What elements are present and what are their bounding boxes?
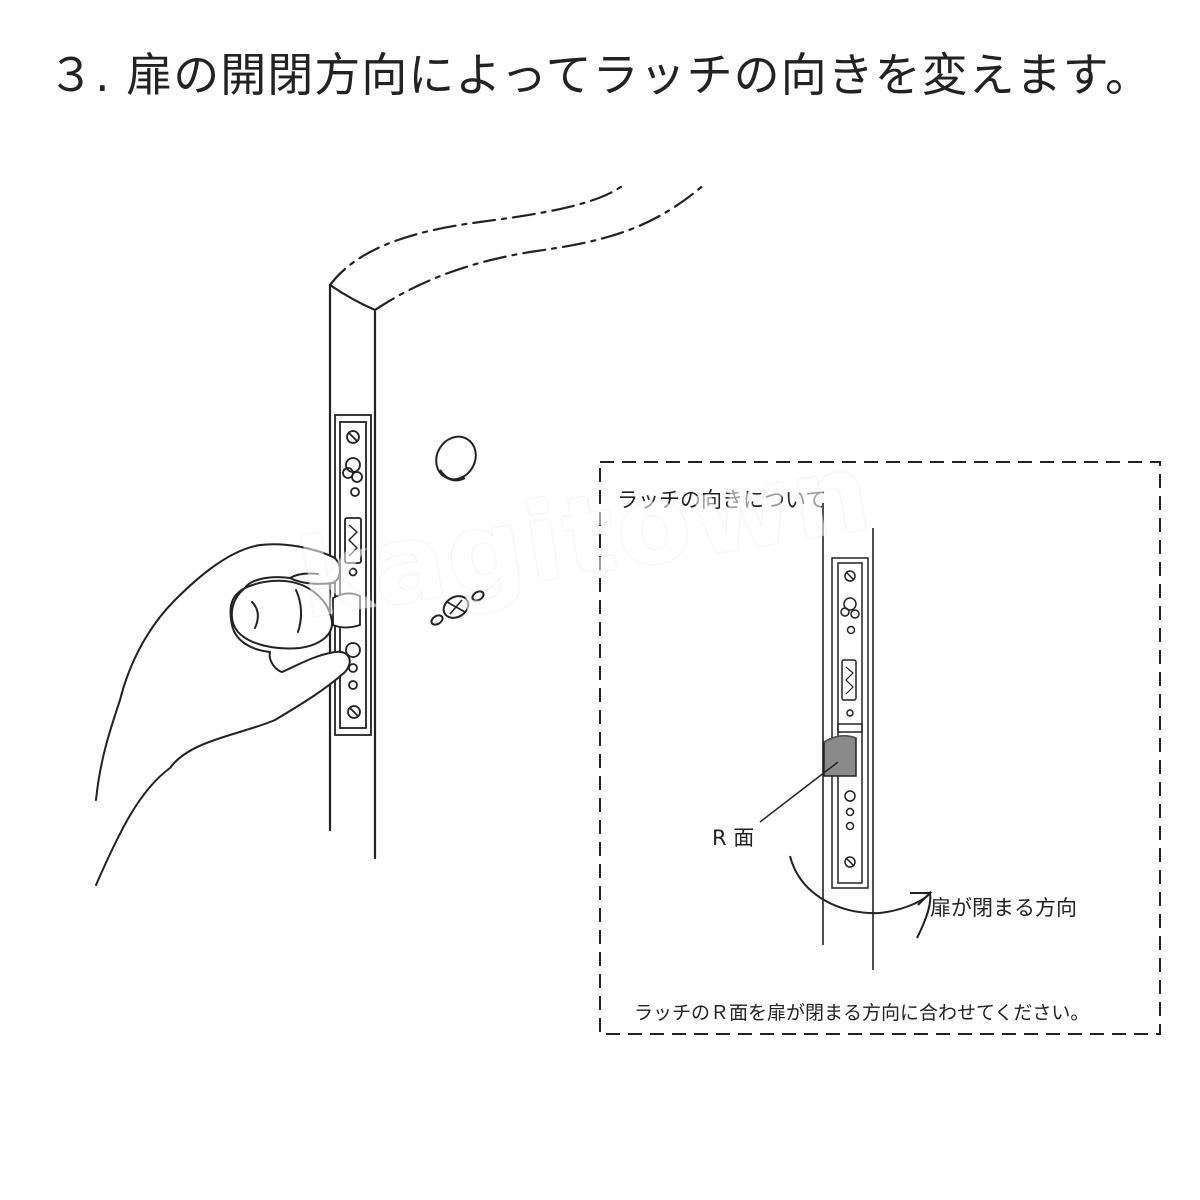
instruction-text: ラッチのＲ面を扉が閉まる方向に合わせてください。: [634, 1002, 1090, 1024]
closing-direction-arrow: [789, 855, 932, 939]
door-top-edge: [328, 283, 377, 312]
door-break-line-top: [328, 181, 628, 287]
hand-illustration: [95, 543, 351, 886]
r-face-leader-line: [759, 761, 839, 823]
lock-faceplate: [332, 414, 372, 736]
inset-faceplate: [831, 557, 869, 889]
door-face-holes: [430, 435, 485, 626]
arrow-head: [910, 892, 933, 906]
inset-heading: ラッチの向きについて: [617, 488, 827, 512]
faceplate-screw-top: [346, 430, 360, 444]
closing-direction-label: 扉が閉まる方向: [930, 896, 1077, 920]
r-face-label: R 面: [712, 826, 755, 850]
door-illustration: [328, 181, 708, 860]
door-break-line-bottom: [373, 181, 708, 312]
spindle-hole: [442, 595, 470, 619]
page-title: ３. 扉の開閉方向によってラッチの向きを変えます。: [48, 48, 1152, 102]
latch-bolt: [332, 592, 361, 629]
thumb-outline: [230, 579, 334, 650]
cylinder-hole: [435, 435, 477, 481]
deadbolt-slot: [344, 517, 362, 564]
inset-frame: [599, 461, 1161, 1035]
inset-door-edge: [822, 503, 874, 970]
faceplate-screw-bottom: [347, 705, 361, 719]
hand-outline: [95, 543, 351, 886]
